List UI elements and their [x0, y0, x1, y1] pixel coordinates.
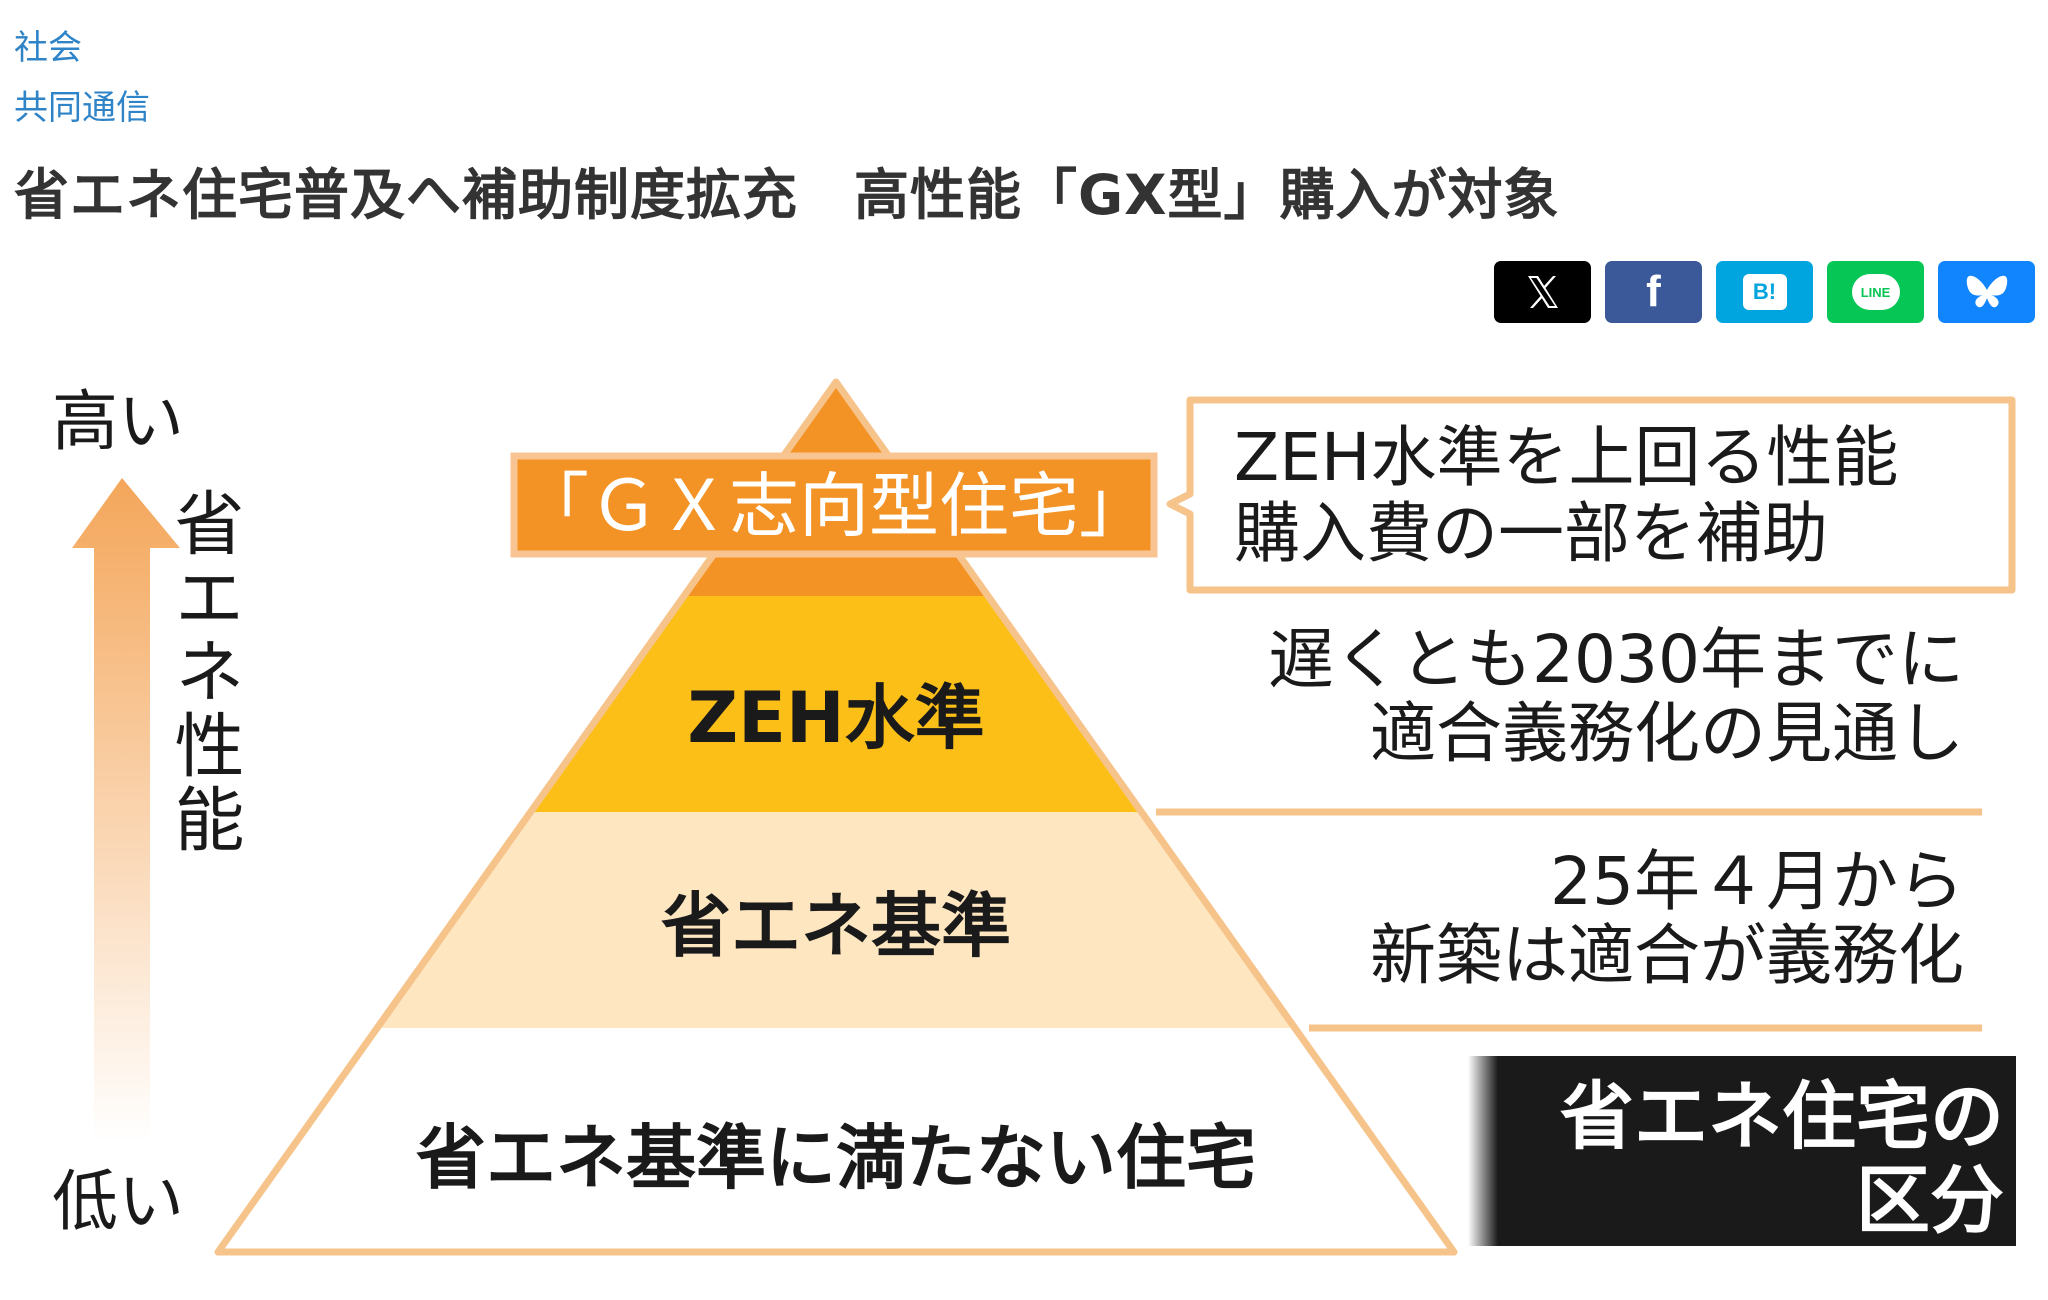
- infographic: 高い 低い 省エネ性能 「ＧＸ志向型住宅」 ZEH水準を上回る性能 購入費の一部…: [14, 352, 2034, 1292]
- zeh-note-line-1: 遅くとも2030年までに: [1268, 621, 1964, 698]
- title-box-line-2: 区分: [1856, 1158, 2004, 1244]
- gx-label-box: [510, 452, 1158, 558]
- share-x-button[interactable]: [1494, 261, 1591, 323]
- gx-note-callout: [1166, 396, 2016, 594]
- article-headline: 省エネ住宅普及へ補助制度拡充 高性能「GX型」購入が対象: [14, 163, 1560, 227]
- tier-standard-label: 省エネ基準: [661, 885, 1011, 967]
- tier-zeh-label: ZEH水準: [687, 677, 984, 759]
- title-box-fade: [1468, 1056, 1498, 1246]
- title-box: [1498, 1056, 2016, 1246]
- x-logo-icon: [1527, 276, 1558, 308]
- tier-gx-label: 「ＧＸ志向型住宅」: [519, 465, 1149, 547]
- axis-performance-label: 省エネ性能: [163, 487, 245, 857]
- line-icon: LINE: [1851, 274, 1900, 310]
- bluesky-butterfly-icon: [1966, 275, 2007, 308]
- axis-high-label: 高い: [52, 383, 184, 460]
- pyramid-outline: [214, 378, 1458, 1256]
- gx-note-line-2: 購入費の一部を補助: [1234, 495, 1828, 572]
- standard-note-line-2: 新築は適合が義務化: [1370, 917, 1964, 994]
- tier-below-label: 省エネ基準に満たない住宅: [416, 1117, 1256, 1199]
- source-link[interactable]: 共同通信: [14, 88, 150, 128]
- gx-note-line-1: ZEH水準を上回る性能: [1234, 419, 1899, 496]
- share-facebook-button[interactable]: f: [1605, 261, 1702, 323]
- tier-below-band: [218, 1028, 1454, 1252]
- share-line-button[interactable]: LINE: [1827, 261, 1924, 323]
- title-box-line-1: 省エネ住宅の: [1560, 1074, 2004, 1160]
- share-bluesky-button[interactable]: [1938, 261, 2035, 323]
- performance-arrow: [72, 478, 180, 1142]
- category-link[interactable]: 社会: [14, 28, 82, 68]
- share-hatena-button[interactable]: B!: [1716, 261, 1813, 323]
- facebook-icon: f: [1646, 267, 1661, 316]
- axis-low-label: 低い: [52, 1163, 184, 1240]
- zeh-note-line-2: 適合義務化の見通し: [1370, 695, 1964, 772]
- infographic-canvas: 高い 低い 省エネ性能 「ＧＸ志向型住宅」 ZEH水準を上回る性能 購入費の一部…: [52, 378, 2016, 1256]
- hatena-bookmark-icon: B!: [1742, 274, 1787, 310]
- standard-note-line-1: 25年４月から: [1550, 843, 1964, 920]
